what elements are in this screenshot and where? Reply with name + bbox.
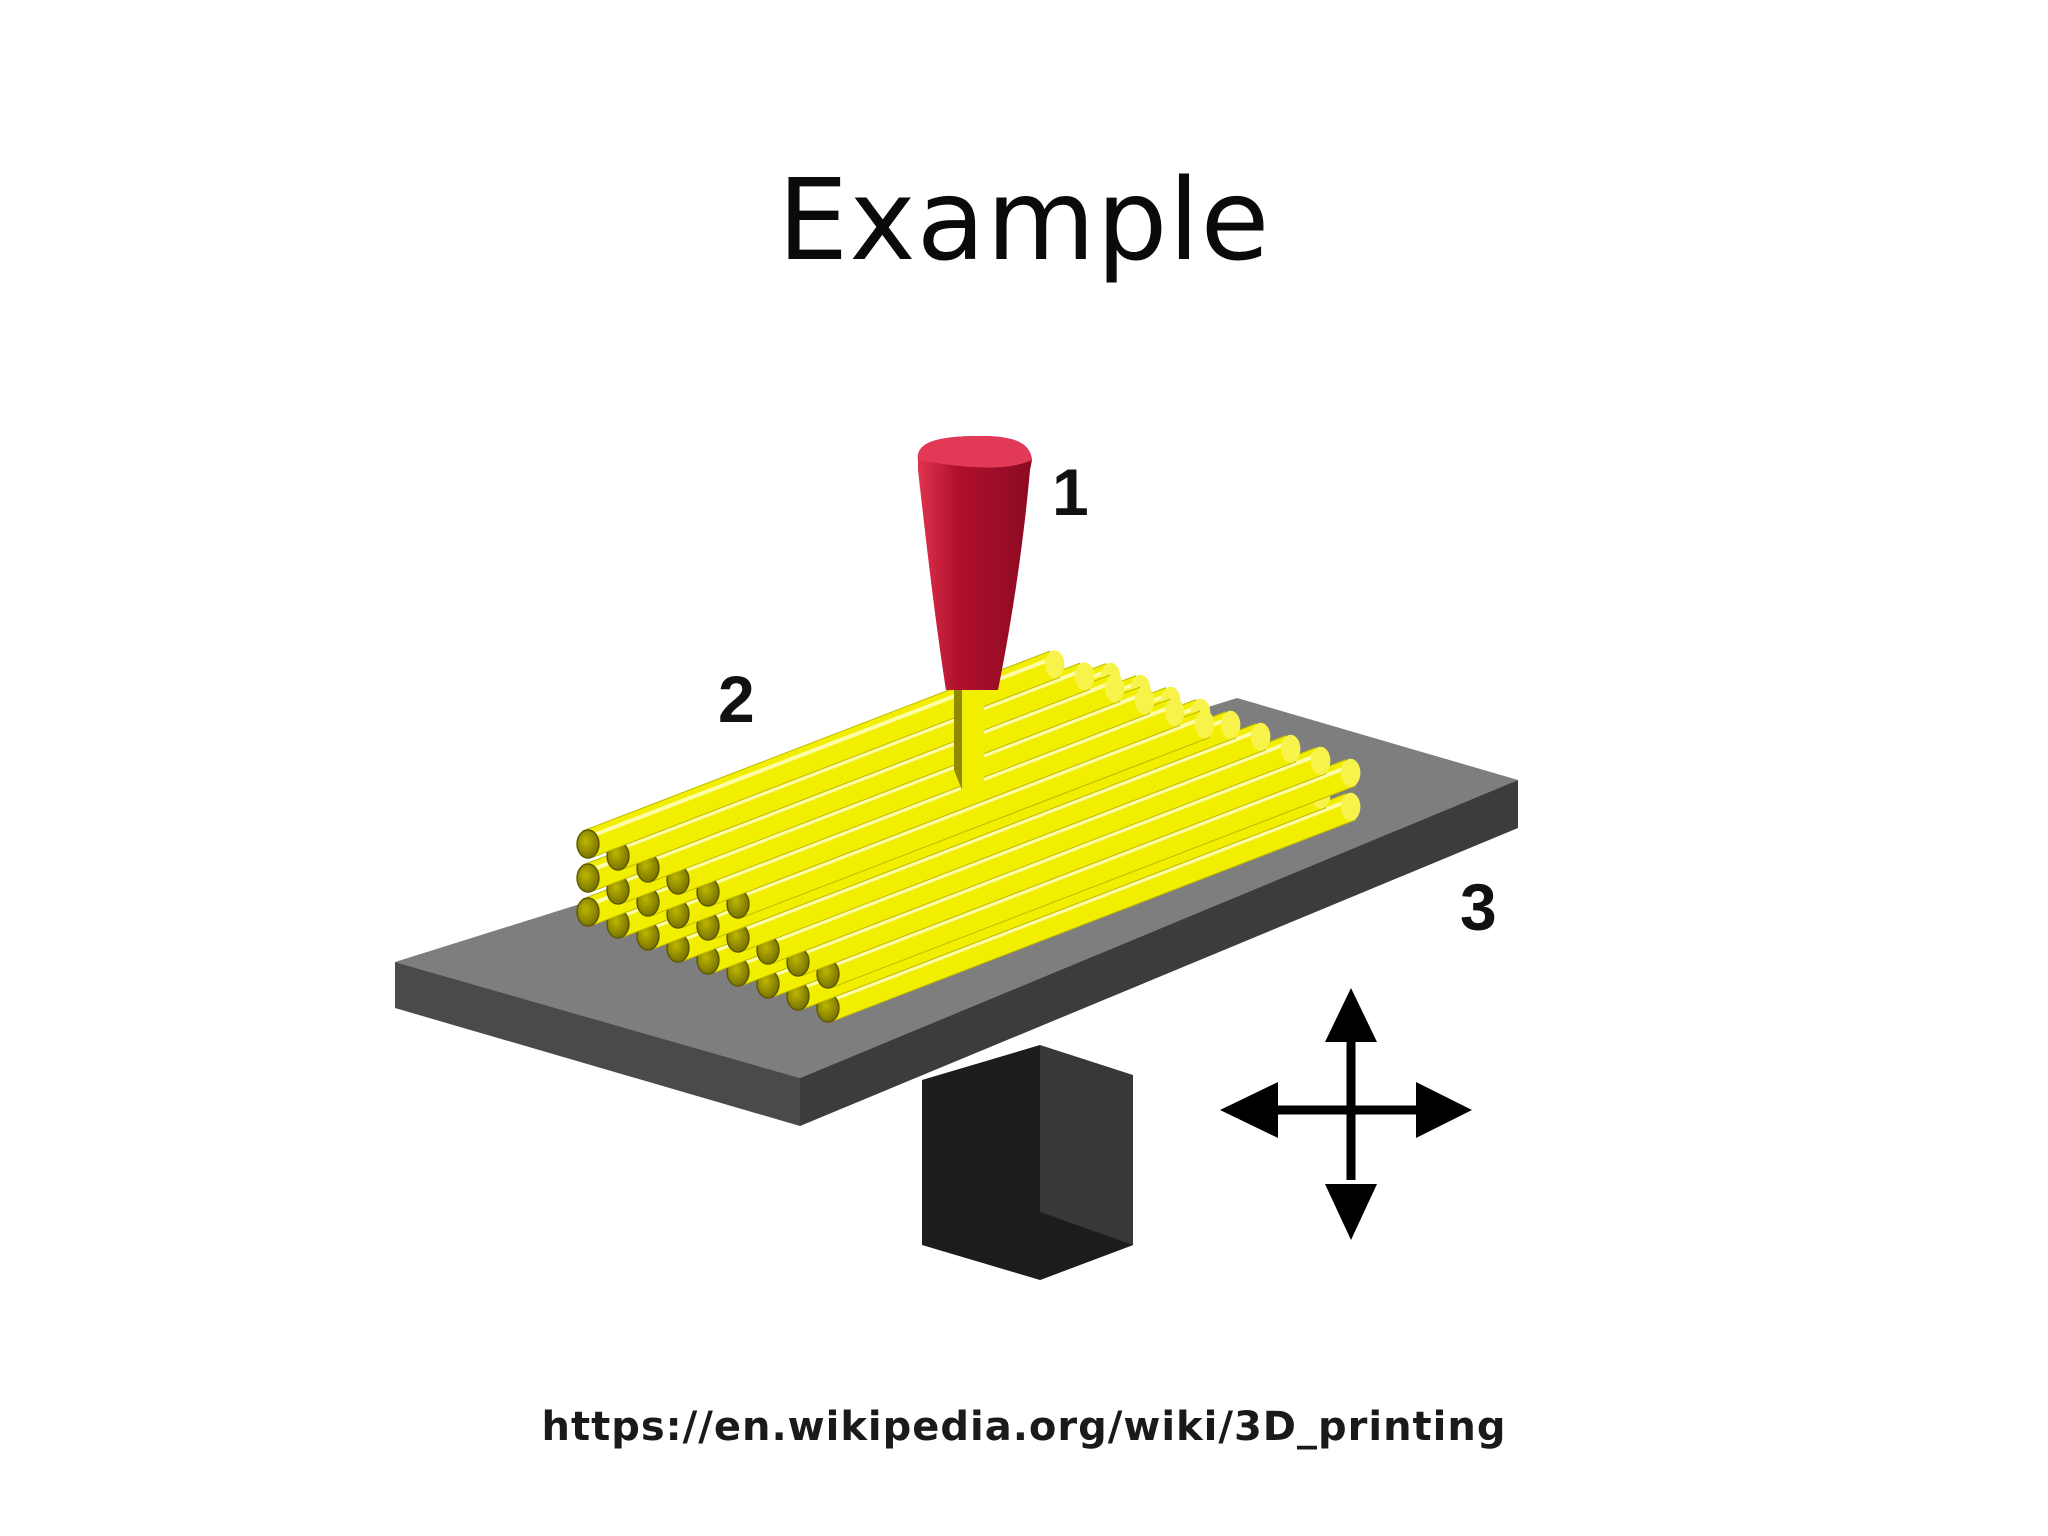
slide-title: Example: [777, 156, 1271, 286]
four-way-move-arrows-icon: [1220, 988, 1472, 1240]
filament-rod: [666, 686, 1155, 895]
label-nozzle: 1: [1052, 455, 1089, 529]
filament-rod: [816, 758, 1361, 989]
extruder-nozzle: [917, 436, 1032, 790]
filament-rod: [726, 722, 1271, 953]
pedestal: [922, 1045, 1133, 1280]
label-deposited-layers: 2: [718, 662, 755, 736]
filament-rod: [726, 710, 1215, 919]
source-link[interactable]: https://en.wikipedia.org/wiki/3D_printin…: [541, 1404, 1507, 1450]
label-build-platform: 3: [1460, 870, 1497, 944]
